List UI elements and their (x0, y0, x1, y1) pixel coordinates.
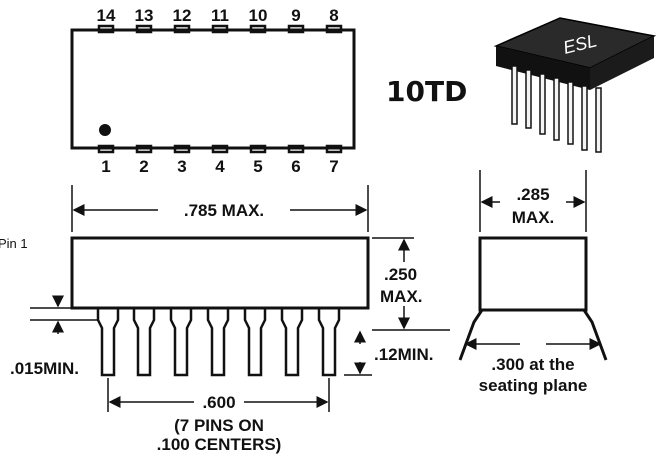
height-dimension: .250 (384, 265, 417, 284)
width-dimension-suffix: MAX. (512, 208, 555, 227)
pin-number: 4 (215, 157, 225, 176)
pin-number: 7 (329, 157, 338, 176)
pin-number: 8 (329, 6, 338, 25)
pin-number: 2 (139, 157, 148, 176)
width-dimension: .285 (516, 185, 549, 204)
pin-spacing-note-2: .100 CENTERS) (157, 435, 282, 454)
end-view-body (478, 236, 588, 312)
pin-spacing-note: (7 PINS ON (174, 416, 264, 435)
lead-span-dimension: .600 (202, 393, 235, 412)
side-view-leads (96, 308, 341, 377)
pin-number: 5 (253, 157, 262, 176)
height-dimension-suffix: MAX. (380, 287, 423, 306)
part-code: 10TD (386, 75, 467, 108)
seating-dimension: .300 at the (491, 355, 574, 374)
pin-number: 13 (135, 6, 154, 25)
pin-number: 10 (249, 6, 268, 25)
chip-illustration: ESL (493, 17, 657, 153)
side-view-body (70, 236, 370, 310)
pin-number: 14 (97, 6, 116, 25)
pin-number: 1 (101, 157, 110, 176)
pin-number: 3 (177, 157, 186, 176)
length-dimension: .785 MAX. (184, 201, 264, 220)
pin1-dot (99, 124, 111, 136)
end-view: .285 MAX. .300 at the seating plane (458, 170, 608, 395)
lead-length-dimension: .12MIN. (374, 345, 434, 364)
pin-number: 12 (173, 6, 192, 25)
pin-number: 9 (291, 6, 300, 25)
side-view: .785 MAX. Pin 1 .015MIN. .250 MAX. (0, 185, 450, 454)
end-view-right-lead (582, 309, 608, 361)
top-view-body (70, 28, 356, 150)
seating-dimension-note: seating plane (479, 376, 588, 395)
lead-thickness-dimension: .015MIN. (10, 359, 79, 378)
top-pin-stubs (97, 24, 343, 34)
bottom-pin-stubs (97, 144, 343, 154)
pin-number: 6 (291, 157, 300, 176)
pin1-label: Pin 1 (0, 236, 28, 251)
pin-number: 11 (211, 6, 229, 25)
end-view-left-lead (458, 309, 484, 361)
top-view: 14 13 12 11 10 9 8 1 2 3 4 5 6 7 (70, 6, 356, 176)
